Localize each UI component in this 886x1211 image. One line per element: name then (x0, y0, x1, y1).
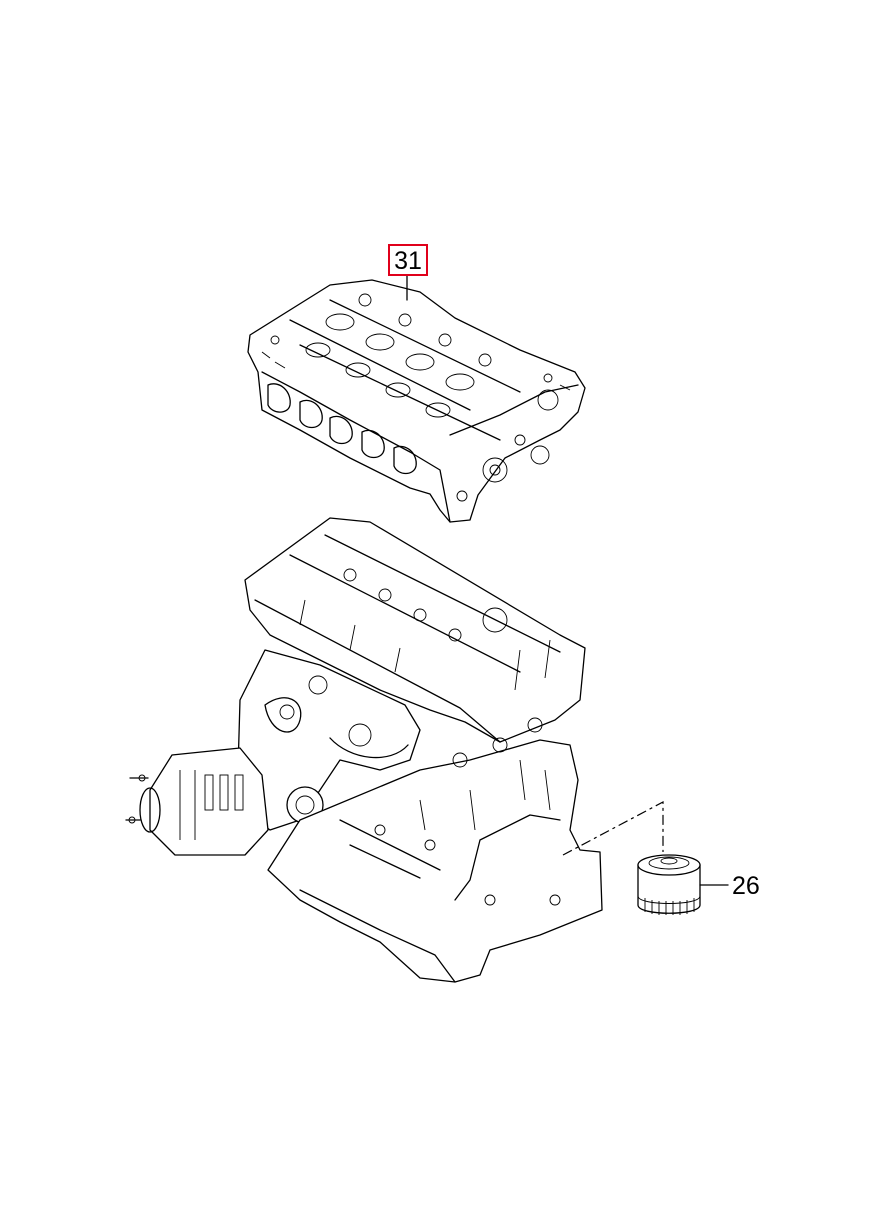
callout-26-label: 26 (732, 872, 760, 900)
cylinder-head-drawing[interactable] (247, 279, 586, 523)
callout-31-highlight-box (388, 244, 428, 276)
oil-filter-mount-line (562, 801, 664, 856)
engine-assembly-drawing[interactable] (125, 517, 603, 983)
callout-26[interactable]: 26 (732, 872, 760, 900)
callout-31[interactable]: 31 (388, 244, 428, 276)
oil-filter-drawing[interactable] (637, 854, 701, 915)
callout-31-label: 31 (394, 247, 422, 275)
